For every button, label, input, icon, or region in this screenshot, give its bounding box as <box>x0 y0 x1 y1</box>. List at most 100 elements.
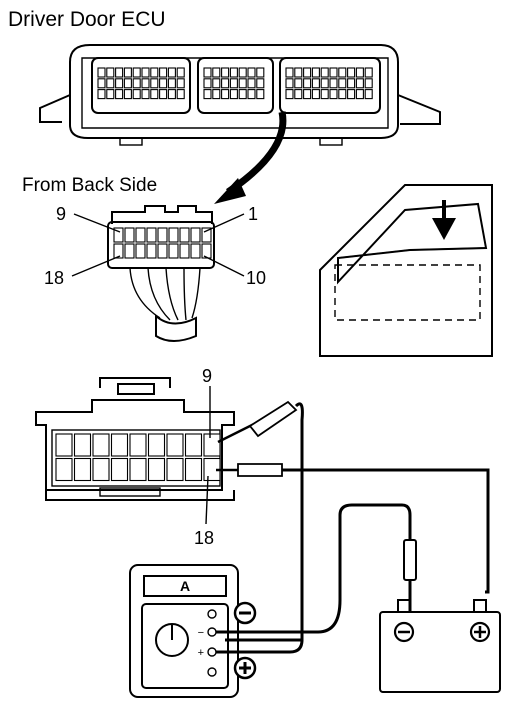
negative-marker <box>233 601 257 625</box>
positive-marker <box>233 656 257 680</box>
test-connector-pin <box>166 433 184 457</box>
ecu-pin <box>115 89 124 100</box>
ecu-pin <box>294 89 303 100</box>
back-connector-pins <box>113 227 212 259</box>
back-connector-pin <box>179 243 190 259</box>
ecu-pin <box>176 78 185 89</box>
ecu-pin <box>221 67 230 78</box>
ecu-pin <box>347 67 356 78</box>
ecu-pin <box>311 67 320 78</box>
ecu-unit <box>39 44 441 146</box>
back-connector-pin <box>179 227 190 243</box>
test-connector-pin <box>110 433 129 457</box>
ecu-pin <box>141 89 150 100</box>
test-connector-pin <box>55 433 73 457</box>
ecu-pin <box>338 78 347 89</box>
ecu-pin <box>167 67 176 78</box>
ecu-pin <box>247 89 256 100</box>
harness-tape <box>155 313 197 342</box>
battery-negative-icon <box>393 621 415 643</box>
ecu-pin <box>203 78 212 89</box>
test-connector-pin <box>73 457 92 482</box>
ecu-pin <box>115 67 124 78</box>
back-connector-pin <box>201 243 212 259</box>
ecu-pin <box>285 89 294 100</box>
ecu-tab <box>119 137 143 146</box>
test-connector-pins <box>55 433 221 482</box>
ecu-pin <box>176 67 185 78</box>
ecu-pin <box>320 67 329 78</box>
ecu-pin <box>167 78 176 89</box>
ecu-pin <box>329 67 338 78</box>
battery-positive-icon <box>469 621 491 643</box>
ecu-pin <box>115 78 124 89</box>
multimeter-jack[interactable] <box>207 609 217 619</box>
multimeter-jack-positive[interactable] <box>207 647 217 657</box>
test-connector-lock <box>99 487 161 497</box>
ecu-pin <box>106 89 115 100</box>
pin-label-18: 18 <box>44 268 64 288</box>
test-connector-latch-slot <box>117 383 155 395</box>
back-connector-pin <box>146 227 157 243</box>
ecu-connector-pins <box>97 67 373 100</box>
ecu-pin <box>238 89 247 100</box>
wire-to-battery-positive <box>282 468 490 594</box>
ecu-pin <box>132 78 141 89</box>
multimeter-panel <box>141 603 229 689</box>
ecu-pin <box>285 67 294 78</box>
test-connector-pin <box>110 457 129 482</box>
ecu-pin <box>106 78 115 89</box>
ecu-pin <box>97 89 106 100</box>
lead-positive <box>216 639 304 654</box>
test-connector-pin <box>55 457 73 482</box>
door-ecu-location <box>334 264 481 321</box>
ecu-pin <box>294 67 303 78</box>
ecu-pin <box>203 67 212 78</box>
ecu-pin <box>285 78 294 89</box>
ecu-pin <box>229 89 238 100</box>
ecu-pin <box>123 89 132 100</box>
back-connector-pin <box>146 243 157 259</box>
battery-case <box>379 611 501 693</box>
multimeter-jack[interactable] <box>207 667 217 677</box>
pin-label-1: 1 <box>248 204 258 224</box>
location-arrow <box>432 218 456 240</box>
ecu-connector-a <box>91 57 191 114</box>
ecu-pin <box>256 89 265 100</box>
ecu-pin <box>97 78 106 89</box>
ecu-pin <box>221 78 230 89</box>
diagram-title: Driver Door ECU <box>8 8 166 31</box>
back-connector-pin <box>168 227 179 243</box>
door-illustration <box>319 184 493 357</box>
test-connector-pin <box>184 433 203 457</box>
ecu-pin <box>364 67 373 78</box>
lead-negative <box>216 503 412 634</box>
pin-leader <box>203 255 245 277</box>
ecu-housing <box>69 44 399 139</box>
jack-minus-mark: − <box>198 627 204 639</box>
ecu-pin <box>311 89 320 100</box>
pin-label-9: 9 <box>56 204 66 224</box>
ecu-pin <box>303 67 312 78</box>
view-arrow <box>214 111 287 204</box>
ecu-pin <box>355 89 364 100</box>
ecu-pin <box>347 89 356 100</box>
ecu-pin <box>150 78 159 89</box>
pin-leader <box>73 213 121 233</box>
multimeter-jack-negative[interactable] <box>207 627 217 637</box>
ecu-pin <box>347 78 356 89</box>
ecu-pin <box>123 78 132 89</box>
probe-upper <box>217 400 304 642</box>
back-connector-pin <box>157 243 168 259</box>
ecu-pin <box>141 67 150 78</box>
ecu-pin <box>303 89 312 100</box>
back-connector <box>107 205 215 342</box>
ecu-pin <box>159 78 168 89</box>
battery-terminal-negative <box>397 599 411 613</box>
ecu-pin <box>247 67 256 78</box>
ecu-pin <box>212 78 221 89</box>
back-connector-pin <box>124 243 135 259</box>
ecu-pin <box>355 67 364 78</box>
pin-leader <box>203 213 245 233</box>
